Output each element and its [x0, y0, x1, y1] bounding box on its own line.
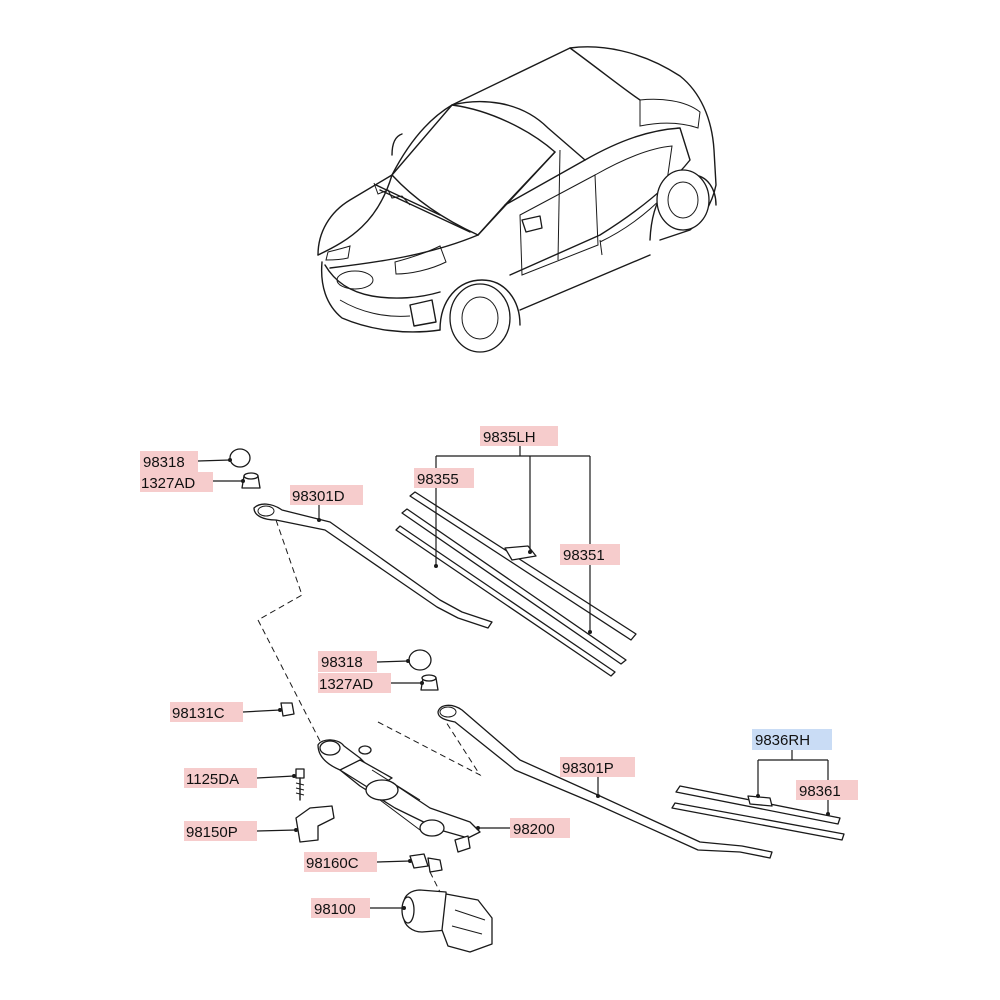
svg-text:1327AD: 1327AD: [141, 475, 195, 492]
label-98100[interactable]: 98100: [311, 898, 370, 918]
svg-text:1327AD: 1327AD: [319, 676, 373, 693]
bolt-1125DA: [295, 768, 305, 779]
grommet-98160C: [409, 853, 429, 869]
svg-text:9836RH: 9836RH: [755, 732, 810, 749]
wiper-arm-98301D: [253, 503, 493, 629]
svg-text:98318: 98318: [321, 654, 363, 671]
vehicle-illustration: [317, 46, 717, 353]
label-1327AD-upper[interactable]: 1327AD: [140, 472, 213, 492]
svg-text:98160C: 98160C: [306, 855, 359, 872]
label-98355[interactable]: 98355: [414, 468, 474, 488]
label-98301P[interactable]: 98301P: [560, 757, 635, 777]
wiper-arm-98301P: [437, 704, 773, 859]
label-1327AD-lower[interactable]: 1327AD: [318, 673, 391, 693]
svg-text:98150P: 98150P: [186, 824, 238, 841]
svg-text:98351: 98351: [563, 547, 605, 564]
leader-lines: [197, 446, 830, 910]
svg-text:98131C: 98131C: [172, 705, 225, 722]
label-98301D[interactable]: 98301D: [290, 485, 363, 505]
svg-text:98100: 98100: [314, 901, 356, 918]
linkage-98200: [317, 739, 481, 853]
parts-drawing: [229, 448, 845, 953]
blade-rubber-outer: [409, 491, 637, 641]
motor-98100: [401, 871, 493, 953]
label-98150P[interactable]: 98150P: [184, 821, 257, 841]
label-1125DA[interactable]: 1125DA: [184, 768, 257, 788]
label-9836RH[interactable]: 9836RH: [752, 729, 832, 750]
label-98361[interactable]: 98361: [796, 780, 858, 800]
label-9835LH[interactable]: 9835LH: [480, 426, 558, 446]
svg-text:98318: 98318: [143, 454, 185, 471]
label-98318-upper[interactable]: 98318: [140, 451, 198, 472]
part-labels: 98318 1327AD 98301D 9835LH 98355 98351 9…: [140, 426, 858, 918]
svg-text:1125DA: 1125DA: [186, 771, 239, 788]
label-98351[interactable]: 98351: [560, 544, 620, 565]
svg-text:98301D: 98301D: [292, 488, 345, 505]
svg-text:9835LH: 9835LH: [483, 429, 536, 446]
cap-98318-upper: [229, 448, 251, 468]
svg-text:98301P: 98301P: [562, 760, 614, 777]
label-98200[interactable]: 98200: [510, 818, 570, 838]
blade-98355: [401, 508, 627, 665]
label-98318-lower[interactable]: 98318: [318, 651, 377, 672]
svg-text:98361: 98361: [799, 783, 841, 800]
svg-text:98200: 98200: [513, 821, 555, 838]
label-98160C[interactable]: 98160C: [304, 852, 377, 872]
nut-98131C: [280, 702, 295, 717]
label-98131C[interactable]: 98131C: [170, 702, 243, 722]
cap-98318-lower: [408, 649, 432, 671]
svg-text:98355: 98355: [417, 471, 459, 488]
bracket-98150P: [295, 805, 335, 843]
blade-98351: [395, 525, 616, 677]
